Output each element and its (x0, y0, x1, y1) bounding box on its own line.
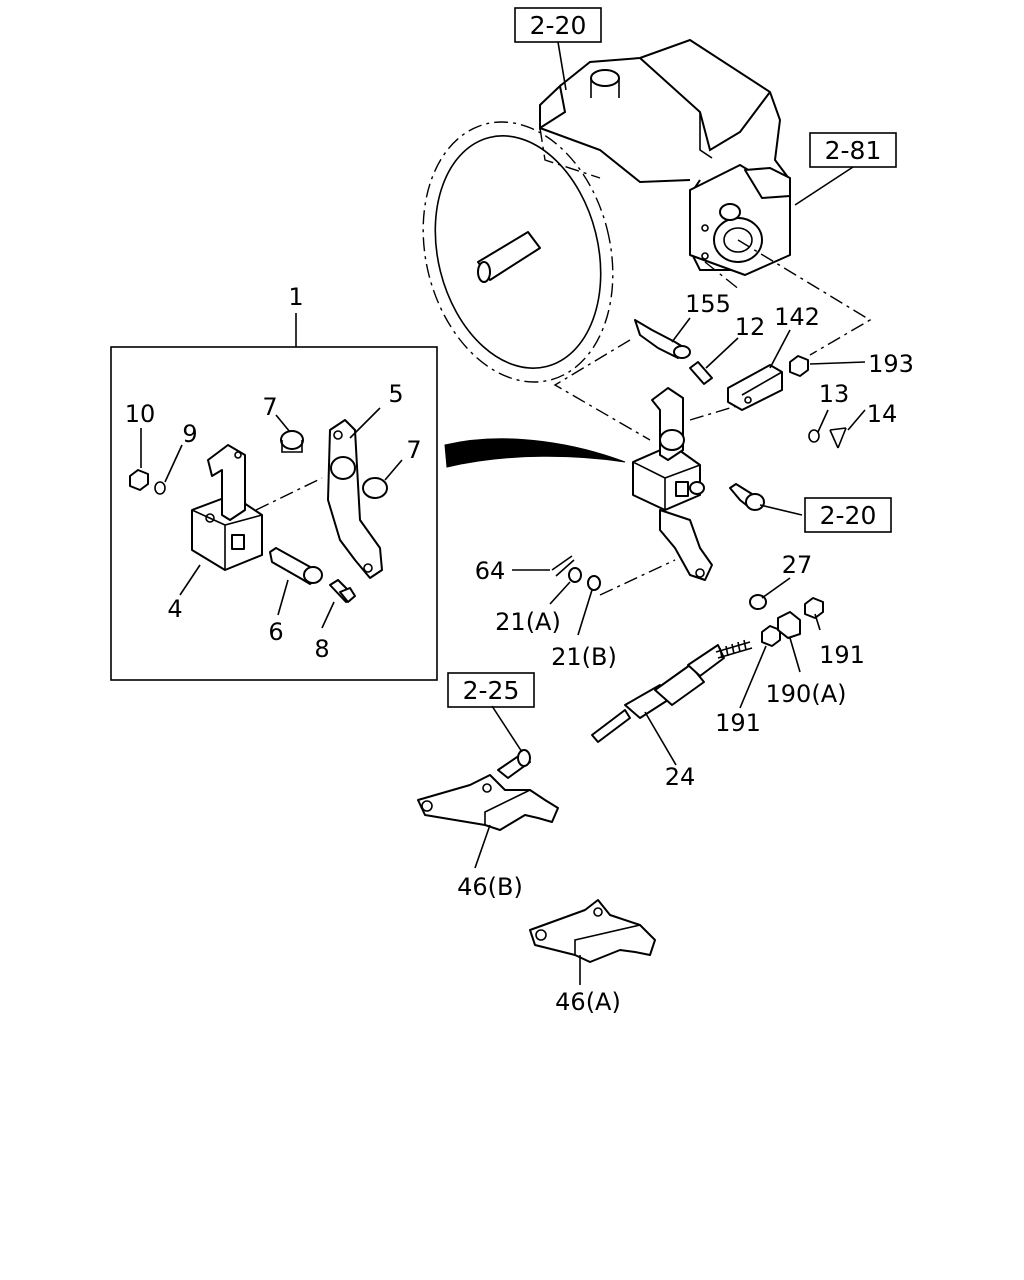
callout-4: 4 (167, 595, 182, 623)
callout-7a: 7 (262, 393, 277, 421)
callout-10: 10 (125, 400, 156, 428)
callout-191b: 191 (715, 709, 761, 737)
ref-label-bracket: 2-25 (463, 676, 520, 705)
shift-linkage-assembly (512, 317, 866, 766)
ref-box-bracket: 2-25 (447, 672, 535, 708)
ref-box-right: 2-81 (794, 132, 897, 206)
ref-box-top: 2-20 (514, 7, 602, 91)
ref-label-right: 2-81 (825, 136, 882, 165)
callout-1: 1 (288, 283, 303, 311)
callout-12: 12 (735, 313, 766, 341)
ref-label-top: 2-20 (530, 11, 587, 40)
callout-14: 14 (867, 400, 898, 428)
callout-190a: 190(A) (766, 680, 847, 708)
brackets-46 (417, 705, 656, 985)
transmission-assembly (422, 38, 791, 383)
callout-5: 5 (388, 380, 403, 408)
assembly-pointer-arrow (444, 438, 626, 468)
callout-21b: 21(B) (551, 643, 617, 671)
callout-64: 64 (475, 557, 506, 585)
callout-142: 142 (774, 303, 820, 331)
ref-box-mid: 2-20 (804, 497, 892, 533)
callout-21a: 21(A) (495, 608, 561, 636)
callout-46b: 46(B) (457, 873, 523, 901)
ref-label-mid: 2-20 (820, 501, 877, 530)
callout-7b: 7 (406, 436, 421, 464)
callout-191a: 191 (819, 641, 865, 669)
callout-6: 6 (268, 618, 283, 646)
callout-13: 13 (819, 380, 850, 408)
callout-9: 9 (182, 420, 197, 448)
assembly-leader-lines (255, 239, 872, 596)
callout-27: 27 (782, 551, 813, 579)
callout-155: 155 (685, 290, 731, 318)
callout-193: 193 (868, 350, 914, 378)
detail-inset-box (110, 313, 438, 681)
callout-24: 24 (665, 763, 696, 791)
callout-46a: 46(A) (555, 988, 621, 1016)
callout-labels: 1 10 9 7 5 7 4 6 8 155 12 142 193 13 14 … (125, 283, 914, 1016)
callout-8: 8 (314, 635, 329, 663)
